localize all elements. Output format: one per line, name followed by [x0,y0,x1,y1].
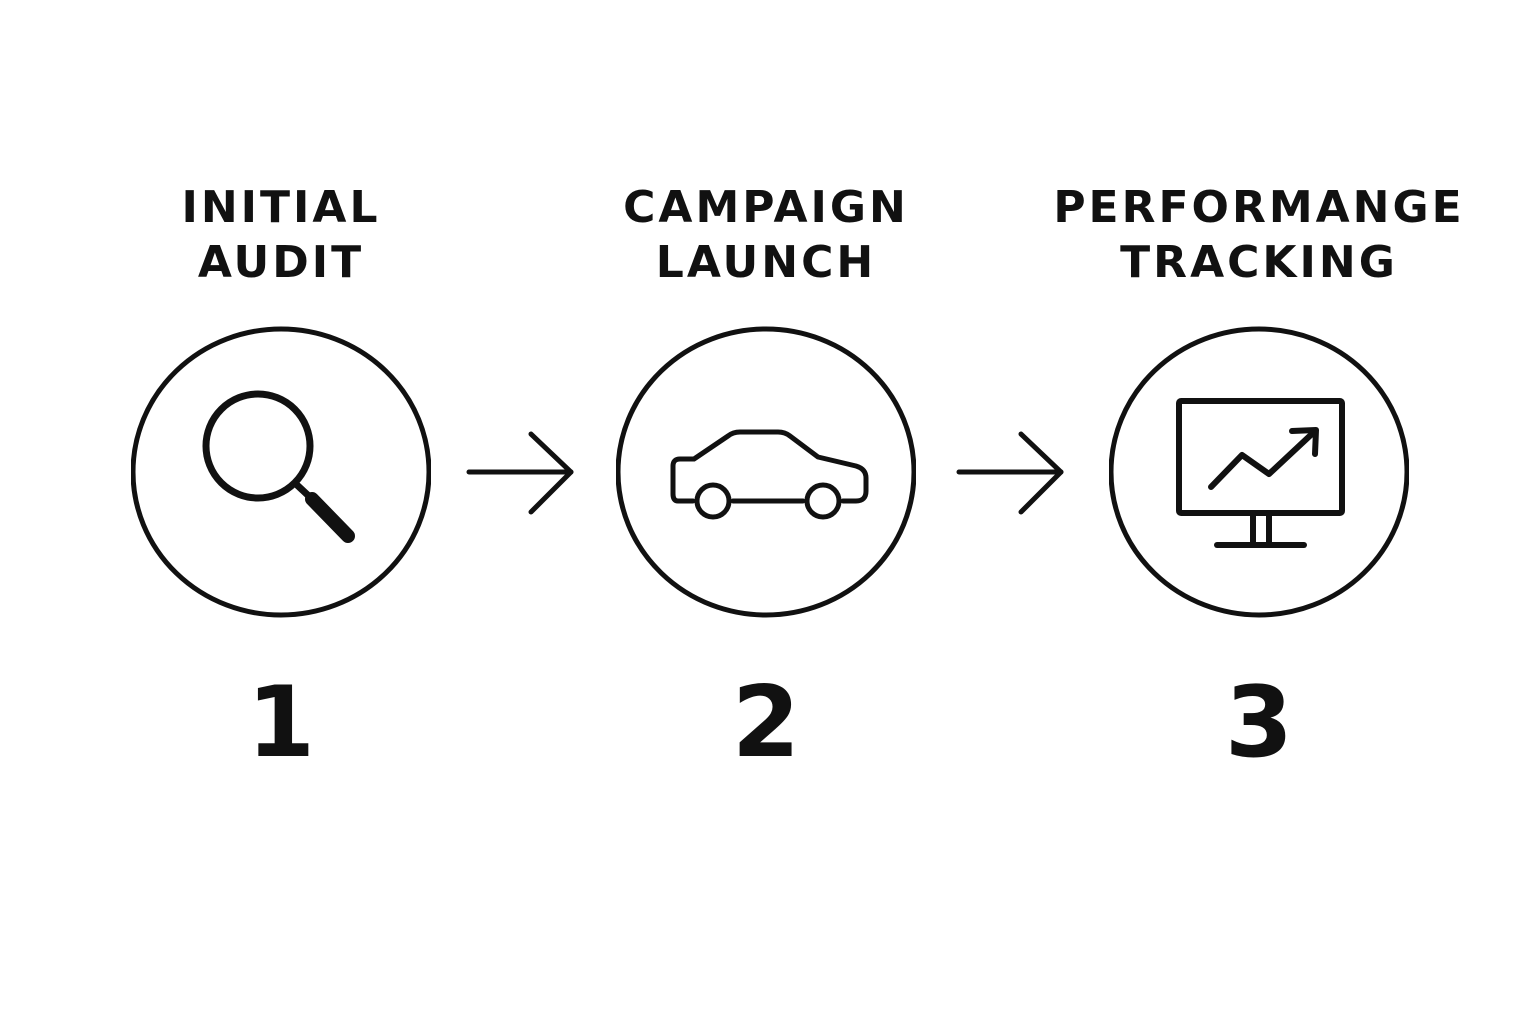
step-circle [616,326,916,618]
car-icon [670,429,869,520]
step-2: CAMPAIGN LAUNCH 2 [556,0,976,1024]
step-number: 3 [1224,666,1294,780]
step-title-line-2: TRACKING [1120,237,1398,288]
step-number: 1 [246,666,316,780]
step-1: INITIAL AUDIT 1 [71,0,491,1024]
step-title: PERFORMANGE TRACKING [1049,180,1469,290]
arrow-right-icon [466,431,574,515]
step-title-line-2: LAUNCH [655,237,877,288]
step-title-line-2: AUDIT [197,237,365,288]
magnifying-glass-icon [202,390,355,543]
step-title: INITIAL AUDIT [71,180,491,290]
step-title-line-1: PERFORMANGE [1053,182,1465,233]
step-number: 2 [731,666,801,780]
step-title: CAMPAIGN LAUNCH [556,180,976,290]
step-circle [131,326,431,618]
step-circle [1109,326,1409,618]
step-title-line-1: CAMPAIGN [623,182,909,233]
arrow-right-icon [956,431,1064,515]
monitor-chart-icon [1176,398,1345,548]
step-3: PERFORMANGE TRACKING 3 [1049,0,1469,1024]
step-title-line-1: INITIAL [181,182,381,233]
